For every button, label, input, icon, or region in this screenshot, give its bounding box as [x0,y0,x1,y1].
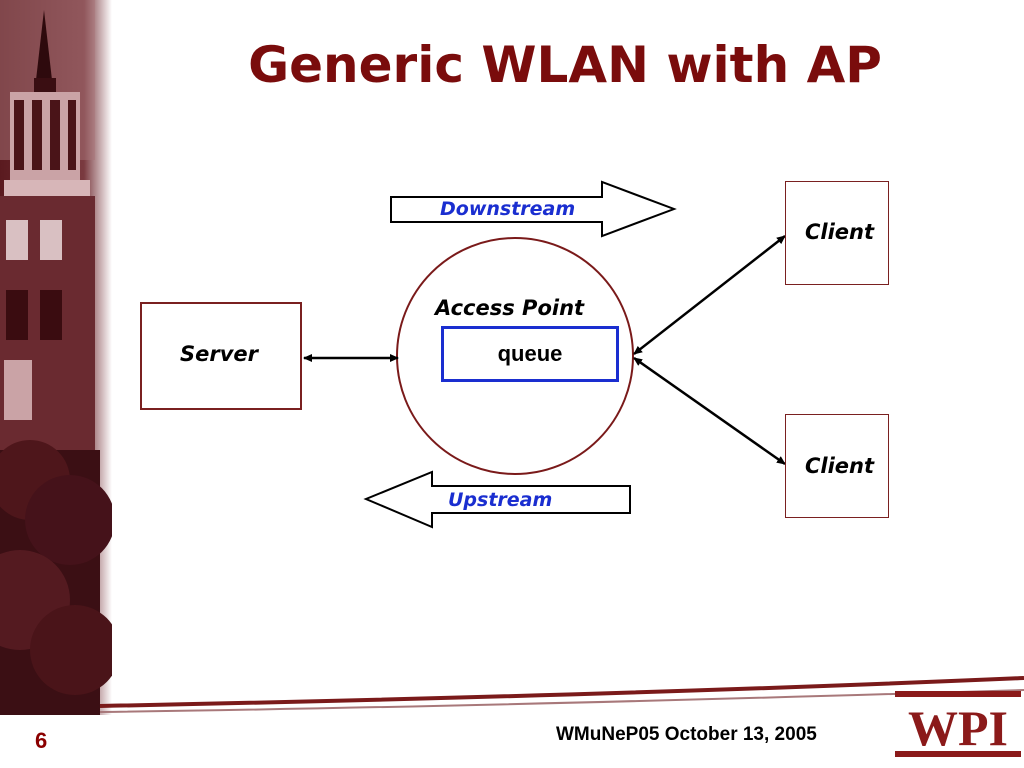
client-bottom-box [785,414,889,518]
downstream-label: Downstream [440,198,576,220]
sidebar-building-photo [0,0,112,715]
slide-title: Generic WLAN with AP [248,36,882,94]
client-top-label: Client [805,220,875,244]
queue-box: queue [441,326,619,382]
client-top-box [785,181,889,285]
upstream-label: Upstream [448,489,553,511]
access-point-label: Access Point [435,296,585,320]
ap-client-bottom-link [633,356,786,466]
upstream-arrow [363,470,631,529]
footer-text: WMuNeP05 October 13, 2005 [556,724,817,745]
footer-swoosh [99,676,1024,708]
wpi-logo-icon: WPI [895,691,1021,757]
logo-text: WPI [908,700,1008,756]
server-box [140,302,302,410]
ap-client-top-link [633,235,786,355]
page-number: 6 [35,728,48,753]
downstream-arrow [390,180,677,238]
queue-label: queue [497,341,563,366]
client-bottom-label: Client [805,454,875,478]
server-label: Server [180,342,259,366]
